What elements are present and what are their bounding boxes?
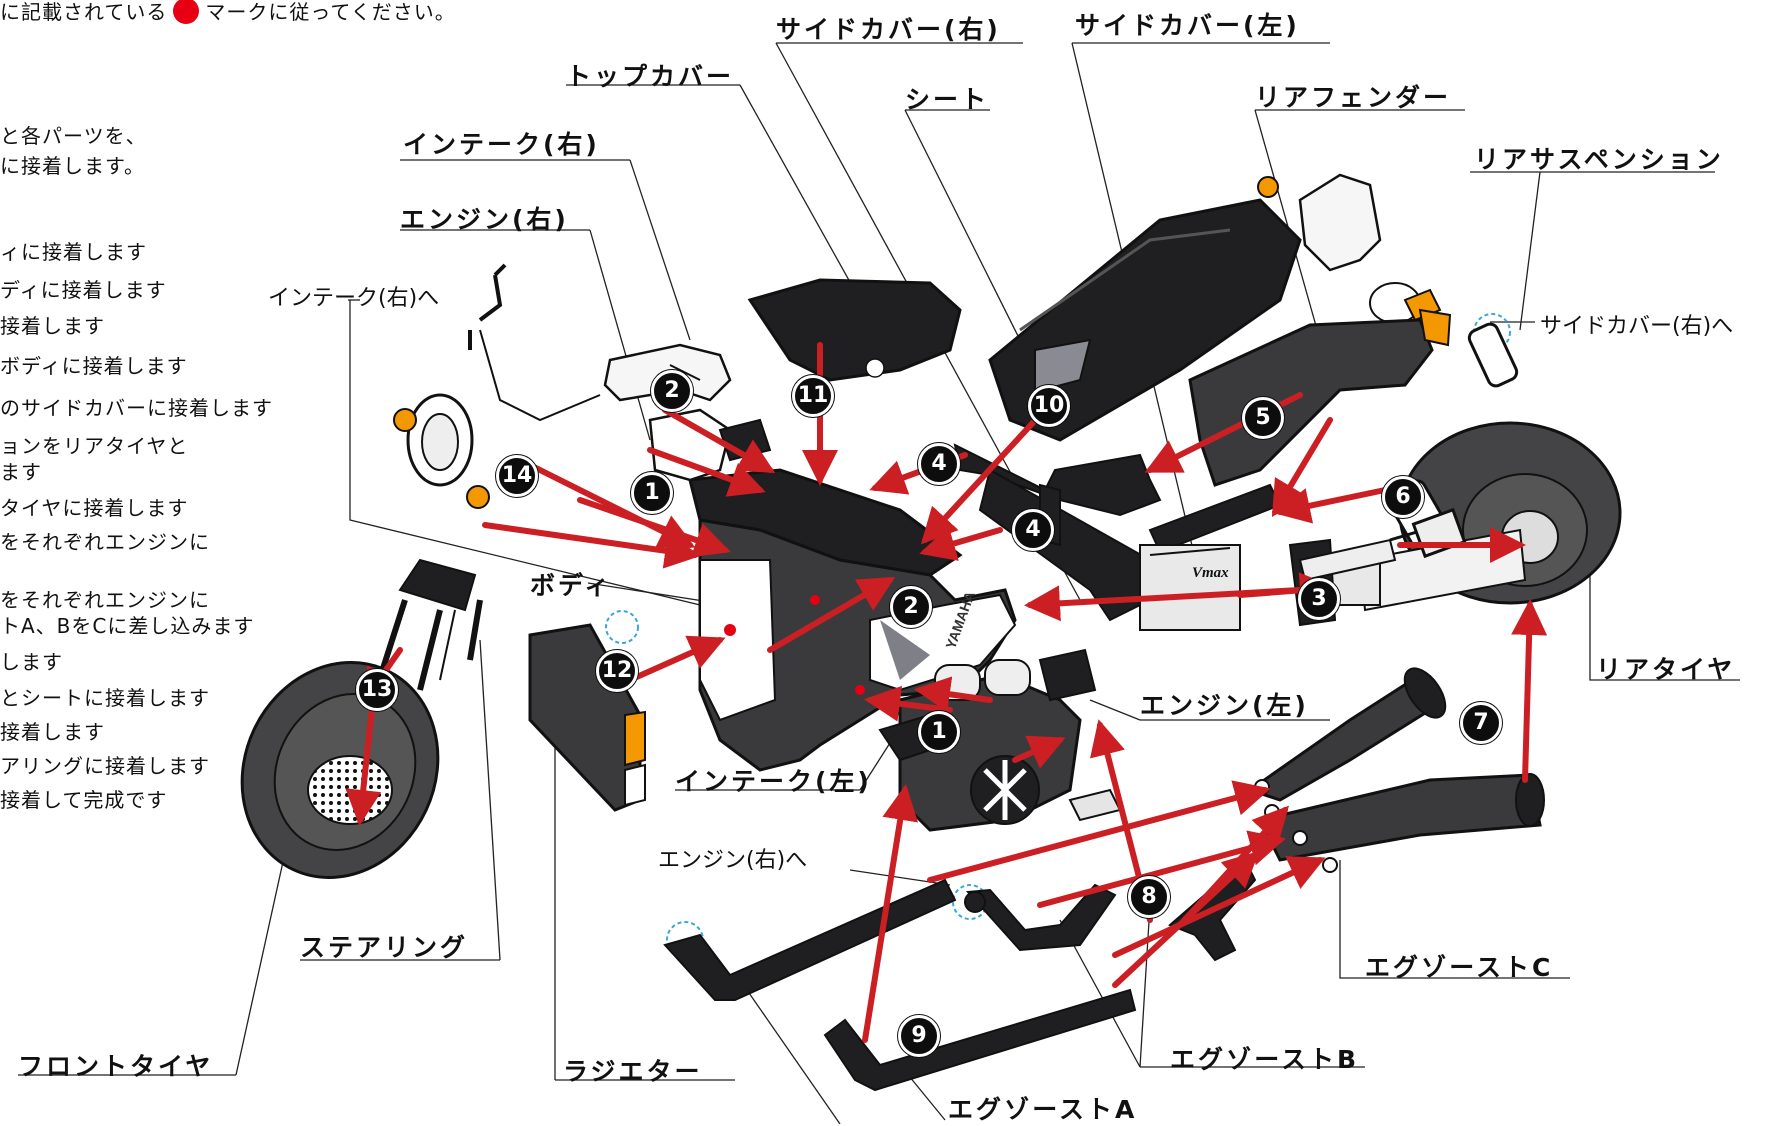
side-cover-right <box>747 278 962 382</box>
step-badge: 2 <box>890 586 932 628</box>
label-side-cover-left: サイドカバー(左) <box>1075 11 1300 40</box>
step-badge: 9 <box>898 1015 940 1057</box>
label-exhaust-a: エグゾーストA <box>948 1095 1138 1124</box>
instruction-step: 接着して完成です <box>0 788 168 812</box>
instruction-step: をそれぞれエンジンに <box>0 588 210 612</box>
label-radiator: ラジエター <box>563 1057 703 1086</box>
step-badge: 10 <box>1028 385 1070 427</box>
step-badge: 6 <box>1382 476 1424 518</box>
front-tire <box>240 661 440 879</box>
instruction-intro-2: に接着します。 <box>0 154 145 178</box>
instruction-step: アリングに接着します <box>0 754 210 778</box>
step-badge: 4 <box>918 443 960 485</box>
instruction-step: します <box>0 650 63 674</box>
instruction-intro-1: と各パーツを、 <box>0 124 147 148</box>
label-rear-tire: リアタイヤ <box>1596 655 1736 684</box>
instruction-step: ボディに接着します <box>0 354 188 378</box>
step-badge: 1 <box>631 472 673 514</box>
instruction-header-right: マークに従ってください。 <box>205 0 456 24</box>
label-rear-suspension: リアサスペンション <box>1474 145 1724 174</box>
step-badge: 2 <box>651 370 693 412</box>
step-badge: 11 <box>792 375 834 417</box>
label-engine-left: エンジン(左) <box>1140 691 1309 720</box>
label-engine-right: エンジン(右) <box>400 205 569 234</box>
label-to-side-cover-right: サイドカバー(右)へ <box>1540 314 1734 339</box>
instruction-step: とシートに接着します <box>0 686 210 710</box>
step-badge: 3 <box>1298 578 1340 620</box>
instruction-step: ィに接着します <box>0 240 147 264</box>
step-badge: 5 <box>1242 397 1284 439</box>
exhaust-a <box>663 878 1137 1092</box>
label-front-tire: フロントタイヤ <box>18 1052 214 1081</box>
label-exhaust-c: エグゾーストC <box>1365 953 1554 982</box>
rear-tire <box>1309 421 1622 612</box>
frame-brand-text: Vmax <box>1192 565 1229 581</box>
label-to-intake-right: インテーク(右)へ <box>268 286 440 311</box>
instruction-step: ディに接着します <box>0 278 167 302</box>
rear-fender <box>1188 308 1452 487</box>
instruction-step: 接着します <box>0 720 105 744</box>
label-rear-fender: リアフェンダー <box>1255 83 1452 112</box>
label-to-engine-right: エンジン(右)へ <box>658 848 808 873</box>
red-marker-icon <box>173 0 200 24</box>
label-intake-right: インテーク(右) <box>403 130 600 159</box>
steering <box>357 263 602 741</box>
step-badge: 12 <box>596 650 638 692</box>
instruction-step: ます <box>0 460 42 484</box>
instruction-step: トA、BをCに差し込みます <box>0 614 255 638</box>
step-badge: 8 <box>1128 876 1170 918</box>
step-badge: 4 <box>1012 509 1054 551</box>
instruction-step: 接着します <box>0 314 105 338</box>
instruction-step: のサイドカバーに接着します <box>0 396 273 420</box>
label-body: ボディ <box>530 571 613 600</box>
step-badge: 13 <box>356 669 398 711</box>
instruction-header-left: に記載されている <box>0 0 168 24</box>
label-seat: シート <box>905 85 990 114</box>
instruction-step: をそれぞれエンジンに <box>0 530 210 554</box>
frame <box>953 443 1282 631</box>
instruction-step: ョンをリアタイヤと <box>0 434 189 458</box>
label-exhaust-b: エグゾーストB <box>1170 1045 1360 1074</box>
step-badge: 1 <box>918 711 960 753</box>
label-intake-left: インテーク(左) <box>675 767 872 796</box>
instruction-header: に記載されている マークに従ってください。 <box>0 0 456 25</box>
label-side-cover-right: サイドカバー(右) <box>776 15 1001 44</box>
instruction-step: タイヤに接着します <box>0 496 189 520</box>
step-badge: 7 <box>1460 702 1502 744</box>
label-steering: ステアリング <box>300 933 469 962</box>
step-badge: 14 <box>496 455 538 497</box>
label-top-cover: トップカバー <box>566 62 735 91</box>
